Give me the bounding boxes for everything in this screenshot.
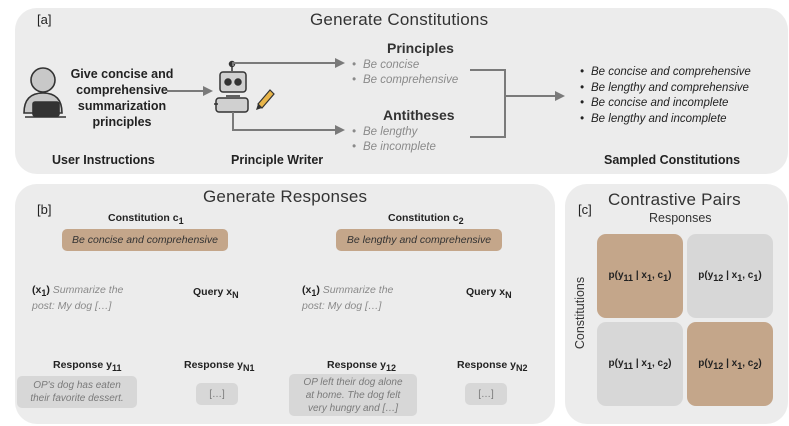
sampled-constitutions-label: Sampled Constitutions (604, 153, 741, 167)
user-instructions-label: User Instructions (52, 153, 155, 167)
principle-item: Be comprehensive (352, 73, 458, 88)
antitheses-list: Be lengthy Be incomplete (352, 125, 436, 155)
sampled-item: Be lengthy and comprehensive (580, 81, 751, 97)
constitution-c1-label: Constitution c1 (108, 212, 184, 227)
query-x1-right: (x1) Summarize the post: My dog […] (302, 284, 394, 313)
query-xn-left: Query xN (193, 286, 239, 301)
response-yn2-box: […] (465, 383, 507, 405)
pair-cell-y11-c1: p(y11 | x1, c1) (597, 234, 683, 318)
constitution-c1-box: Be concise and comprehensive (62, 229, 228, 251)
sampled-item: Be lengthy and incomplete (580, 112, 751, 128)
panel-a-tag: [a] (37, 12, 52, 27)
pair-cell-y12-c1: p(y12 | x1, c1) (687, 234, 773, 318)
user-instruction-text: Give concise and comprehensive summariza… (70, 67, 174, 129)
robot-icon (214, 60, 249, 113)
principle-item: Be concise (352, 58, 458, 73)
query-x1-left: (x1) Summarize the post: My dog […] (32, 284, 124, 313)
sampled-constitutions-list: Be concise and comprehensive Be lengthy … (580, 65, 751, 127)
response-yn1-label: Response yN1 (184, 359, 255, 374)
constitutions-axis-label: Constitutions (573, 276, 587, 350)
constitution-c2-label: Constitution c2 (388, 212, 464, 227)
pencil-icon (256, 89, 275, 110)
antithesis-item: Be incomplete (352, 140, 436, 155)
query-xn-right: Query xN (466, 286, 512, 301)
principles-title: Principles (387, 40, 454, 56)
constitution-c2-box: Be lengthy and comprehensive (336, 229, 502, 251)
panel-c-title: Contrastive Pairs (608, 190, 741, 209)
sampled-item: Be concise and comprehensive (580, 65, 751, 81)
principles-list: Be concise Be comprehensive (352, 58, 458, 88)
antitheses-title: Antitheses (383, 107, 455, 123)
pair-cell-y12-c2: p(y12 | x1, c2) (687, 322, 773, 406)
response-yn2-label: Response yN2 (457, 359, 528, 374)
user-icon (23, 67, 66, 118)
panel-b-tag: [b] (37, 202, 52, 217)
panel-a-title: Generate Constitutions (310, 10, 489, 29)
response-y11-label: Response y11 (53, 359, 122, 374)
response-y12-box: OP left their dog alone at home. The dog… (289, 374, 417, 416)
panel-c-tag: [c] (578, 202, 592, 217)
principle-writer-label: Principle Writer (231, 153, 324, 167)
pair-cell-y11-c2: p(y11 | x1, c2) (597, 322, 683, 406)
response-yn1-box: […] (196, 383, 238, 405)
panel-b-title: Generate Responses (203, 187, 368, 206)
response-y11-box: OP's dog has eaten their favorite desser… (17, 376, 137, 408)
antithesis-item: Be lengthy (352, 125, 436, 140)
responses-axis-label: Responses (649, 211, 712, 225)
sampled-item: Be concise and incomplete (580, 96, 751, 112)
response-y12-label: Response y12 (327, 359, 396, 374)
